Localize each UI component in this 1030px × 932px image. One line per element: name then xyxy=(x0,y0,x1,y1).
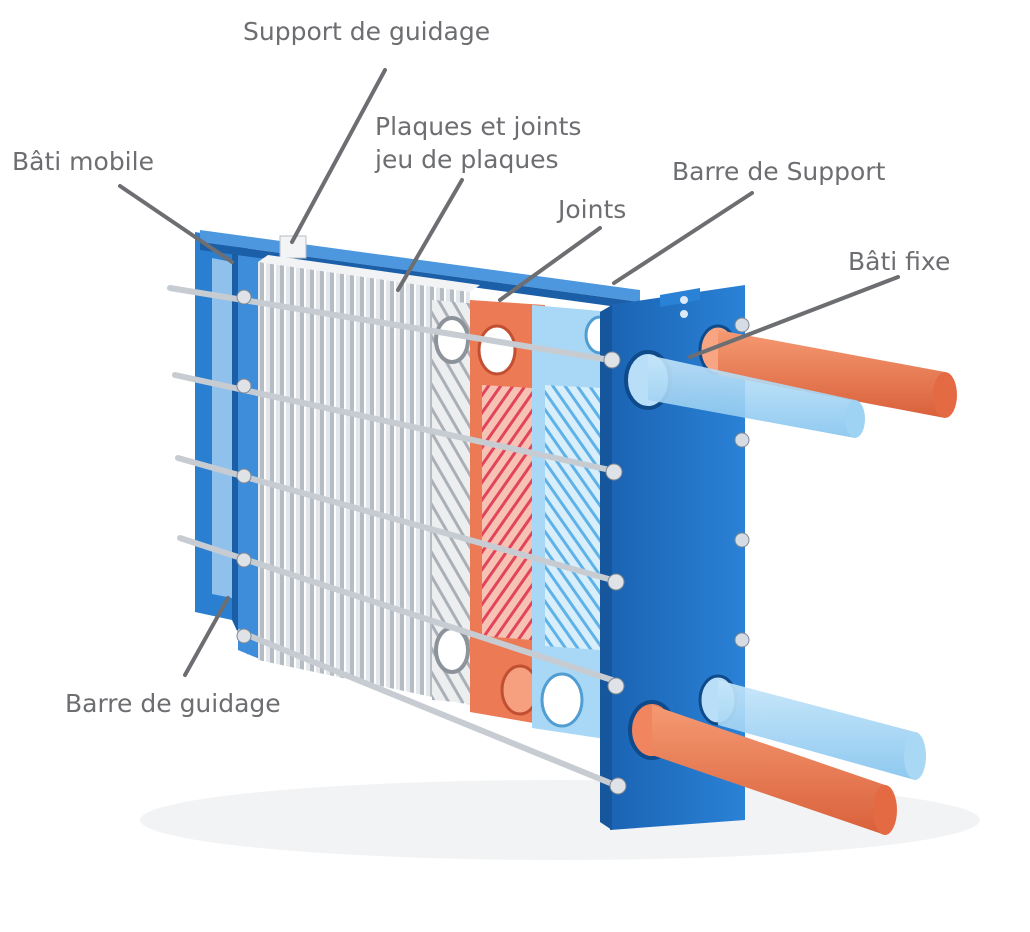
label-plaques-et-joints: Plaques et joints xyxy=(375,112,581,141)
label-barre-de-guidage: Barre de guidage xyxy=(65,689,281,718)
tie-rod-nuts xyxy=(236,289,627,795)
label-jeu-de-plaques: jeu de plaques xyxy=(374,145,559,174)
label-joints: Joints xyxy=(556,195,626,224)
cold-pipe-top xyxy=(648,355,865,438)
label-barre-de-support: Barre de Support xyxy=(672,157,886,186)
label-bati-mobile: Bâti mobile xyxy=(12,147,154,176)
label-support-de-guidage: Support de guidage xyxy=(243,17,490,46)
leader-lines xyxy=(118,68,900,677)
support-bar xyxy=(200,230,640,310)
label-bati-fixe: Bâti fixe xyxy=(848,247,950,276)
cold-pipe-bottom xyxy=(718,680,926,780)
hot-pipe-top xyxy=(718,330,957,418)
movable-frame xyxy=(195,232,262,660)
hot-pipe-bottom xyxy=(652,705,897,835)
ground-shadow xyxy=(140,780,980,860)
